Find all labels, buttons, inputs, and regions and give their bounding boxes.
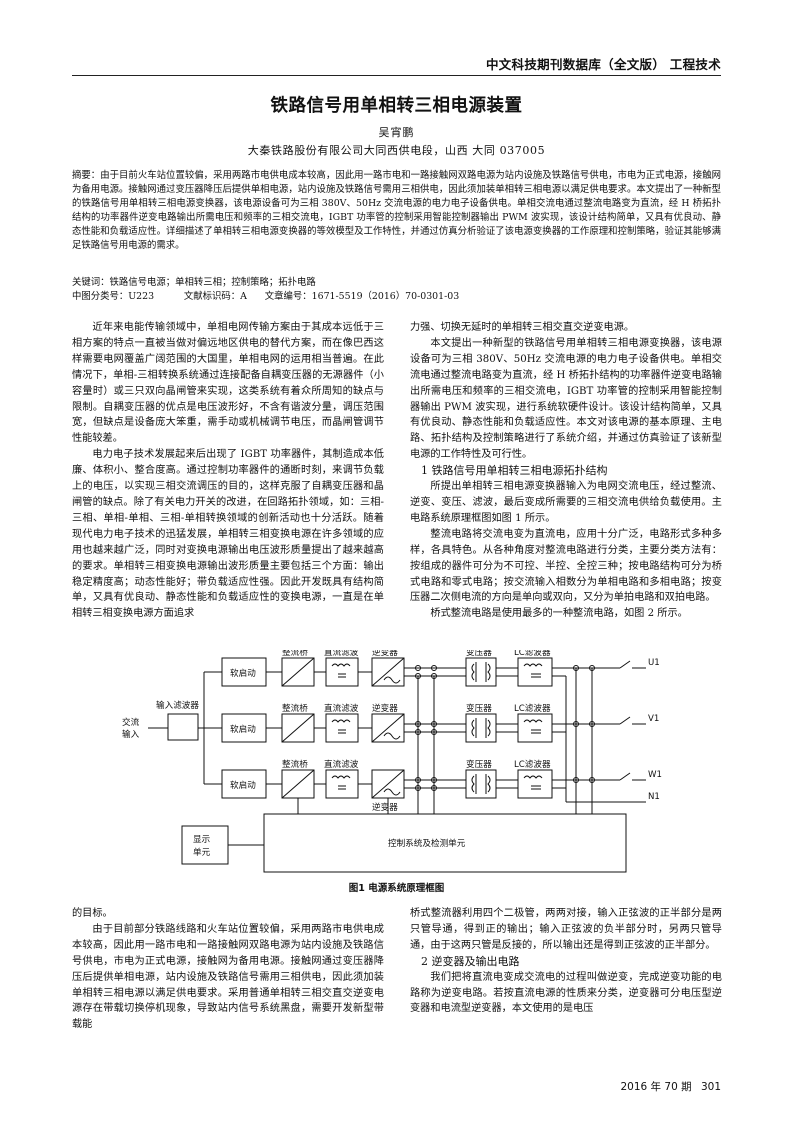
output-w-label: W1 — [648, 770, 662, 780]
paragraph: 由于目前部分铁路线路和火车站位置较偏，采用两路市电供电成本较高，因此用一路市电和… — [72, 923, 384, 1031]
lc-filter-label: LC滤波器 — [514, 702, 551, 714]
inverter-label: 逆变器 — [372, 650, 398, 658]
paragraph: 桥式整流电路是使用最多的一种整流电路，如图 2 所示。 — [430, 608, 688, 620]
inverter-label: 逆变器 — [372, 801, 398, 813]
dc-filter-label: 直流滤波 — [324, 758, 359, 770]
journal-name: 中文科技期刊数据库（全文版） 工程技术 — [485, 57, 721, 72]
dc-filter-block — [325, 769, 359, 799]
soft-start-label: 软启动 — [230, 779, 256, 791]
display-unit-block — [181, 825, 229, 865]
control-unit-block — [263, 813, 627, 873]
display-unit-label-line1: 显示 — [193, 834, 211, 845]
paragraph: 力强、切换无延时的单相转三相交直交逆变电源。 — [410, 322, 635, 333]
soft-start-label: 软启动 — [230, 723, 256, 735]
input-filter-block — [167, 713, 199, 741]
transformer-block — [465, 657, 497, 687]
paragraph: 整流电路将交流电变为直流电，应用十分广泛，电路形式多种多样，各具特色。从各种角度… — [410, 528, 722, 604]
transformer-label: 变压器 — [466, 650, 492, 658]
paragraph: 所提出单相转三相电源变换器输入为电网交流电压，经过整流、逆变、变压、滤波，最后变… — [410, 481, 722, 524]
left-column-top: 近年来电能传输领域中，单相电网传输方案由于其成本远低于三相方案的特点一直被当做对… — [72, 320, 384, 622]
running-header: 中文科技期刊数据库（全文版） 工程技术 — [72, 52, 721, 76]
right-column-bottom: 桥式整流器利用四个二极管，两两对接，输入正弦波的正半部分是两只管导通，得到正的输… — [410, 906, 722, 1017]
display-unit-label-line2: 单元 — [193, 846, 211, 858]
paragraph: 近年来电能传输领域中，单相电网传输方案由于其成本远低于三相方案的特点一直被当做对… — [72, 322, 384, 445]
transformer-label: 变压器 — [466, 758, 492, 770]
rectifier-bridge-label: 整流桥 — [282, 650, 308, 658]
page-footer: 2016 年 70 期 301 — [615, 1079, 722, 1094]
soft-start-label: 软启动 — [230, 667, 256, 679]
author: 吴宵鹏 — [378, 126, 415, 139]
affiliation: 大秦铁路股份有限公司大同西供电段，山西 大同 037005 — [247, 144, 546, 157]
input-label-line1: 交流 — [122, 716, 140, 728]
output-u-label: U1 — [648, 658, 660, 668]
lc-filter-block — [517, 657, 553, 687]
paragraph: 我们把将直流电变成交流电的过程叫做逆变，完成逆变功能的电路称为逆变电路。若按直流… — [410, 971, 722, 1015]
article-number: 文章编号：1671-5519（2016）70-0301-03 — [264, 291, 460, 302]
inverter-label: 逆变器 — [372, 702, 398, 714]
issue-label: 2016 年 70 期 — [620, 1081, 692, 1093]
power-system-block-diagram: 交流 输入 输入滤波器 软启动 软启动 软启动 整流桥 整流桥 整流桥 直流滤波… — [122, 650, 662, 873]
input-label-line2: 输入 — [122, 728, 140, 740]
lc-filter-block — [517, 769, 553, 799]
paragraph: 本文提出一种新型的铁路信号用单相转三相电源变换器，该电源设备可为三相 380V、… — [410, 337, 722, 461]
paragraph: 桥式整流器利用四个二极管，两两对接，输入正弦波的正半部分是两只管导通，得到正的输… — [410, 908, 722, 951]
rectifier-bridge-label: 整流桥 — [282, 702, 308, 714]
abstract: 摘要：由于目前火车站位置较偏，采用两路市电供电成本较高，因此用一路市电和一路接触… — [72, 170, 721, 252]
dc-filter-block — [325, 713, 359, 743]
paragraph: 的目标。 — [72, 908, 113, 919]
paragraph: 电力电子技术发展起来后出现了 IGBT 功率器件，其制造成本低廉、体积小、整合度… — [72, 449, 384, 620]
control-unit-label: 控制系统及检测单元 — [388, 837, 466, 849]
section-heading-2: 2 逆变器及输出电路 — [421, 954, 520, 968]
inverter-block — [371, 713, 405, 743]
transformer-label: 变压器 — [466, 702, 492, 714]
rectifier-bridge-label: 整流桥 — [282, 758, 308, 770]
document-code: 文献标识码：A — [183, 291, 247, 302]
input-filter-label: 输入滤波器 — [156, 699, 199, 711]
lc-filter-block — [517, 713, 553, 743]
right-column-top: 力强、切换无延时的单相转三相交直交逆变电源。 本文提出一种新型的铁路信号用单相转… — [410, 320, 722, 622]
figure-caption: 图1 电源系统原理框图 — [348, 883, 445, 894]
dc-filter-block — [325, 657, 359, 687]
output-v-label: V1 — [648, 714, 659, 724]
dc-filter-label: 直流滤波 — [324, 650, 359, 658]
clc-number: 中图分类号：U223 — [72, 291, 155, 302]
lc-filter-label: LC滤波器 — [514, 650, 551, 658]
inverter-block — [371, 657, 405, 687]
page-number: 301 — [700, 1081, 721, 1093]
lc-filter-label: LC滤波器 — [514, 758, 551, 770]
classification-line: 中图分类号：U223 文献标识码：A 文章编号：1671-5519（2016）7… — [72, 290, 721, 304]
dc-filter-label: 直流滤波 — [324, 702, 359, 714]
transformer-block — [465, 769, 497, 799]
left-column-bottom: 的目标。 由于目前部分铁路线路和火车站位置较偏，采用两路市电供电成本较高，因此用… — [72, 906, 384, 1033]
transformer-block — [465, 713, 497, 743]
section-heading-1: 1 铁路信号用单相转三相电源拓扑结构 — [421, 464, 608, 478]
paper-title: 铁路信号用单相转三相电源装置 — [270, 96, 523, 116]
keywords: 关键词：铁路信号电源；单相转三相；控制策略；拓扑电路 — [72, 277, 316, 288]
output-n-label: N1 — [648, 792, 660, 802]
